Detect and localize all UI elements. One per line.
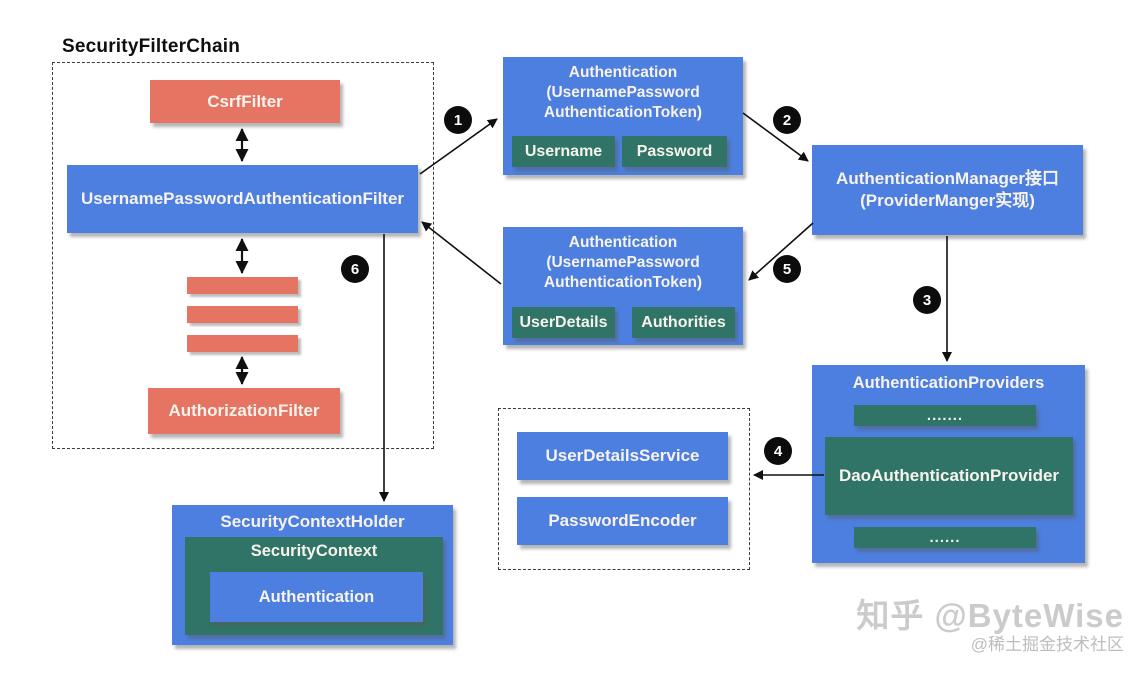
auth-result-line2: (UsernamePassword bbox=[546, 254, 700, 272]
password-encoder-box: PasswordEncoder bbox=[517, 497, 728, 545]
step-4-badge: 4 bbox=[764, 437, 792, 465]
csrf-filter-box: CsrfFilter bbox=[150, 80, 340, 123]
authorities-field-box: Authorities bbox=[632, 307, 735, 338]
authentication-manager-box: AuthenticationManager接口 (ProviderManger实… bbox=[812, 145, 1083, 235]
authentication-manager-line2: (ProviderManger实现) bbox=[860, 191, 1035, 210]
authentication-manager-line1: AuthenticationManager接口 bbox=[836, 168, 1059, 188]
providers-more-bottom-bar: ...... bbox=[854, 527, 1036, 548]
username-password-authentication-filter-box: UsernamePasswordAuthenticationFilter bbox=[67, 165, 418, 233]
auth-result-line3: AuthenticationToken) bbox=[543, 274, 703, 292]
step-3-badge: 3 bbox=[913, 286, 941, 314]
watermark-community: @稀土掘金技术社区 bbox=[970, 635, 1124, 655]
step-6-badge: 6 bbox=[341, 255, 369, 283]
security-filter-chain-title: SecurityFilterChain bbox=[62, 36, 241, 57]
auth-request-line1: Authentication bbox=[568, 64, 678, 81]
user-details-field-box: UserDetails bbox=[512, 307, 615, 338]
password-field-box: Password bbox=[622, 136, 727, 167]
services-container bbox=[498, 408, 750, 570]
providers-more-top-bar: ....... bbox=[854, 405, 1036, 426]
filter-placeholder-bar bbox=[187, 277, 298, 294]
auth-request-line3: AuthenticationToken) bbox=[543, 104, 703, 122]
user-details-service-box: UserDetailsService bbox=[517, 432, 728, 480]
step-2-badge: 2 bbox=[773, 106, 801, 134]
filter-placeholder-bar bbox=[187, 335, 298, 352]
watermark: 知乎 @ByteWise @稀土掘金技术社区 bbox=[856, 597, 1124, 655]
security-context-holder-title: SecurityContextHolder bbox=[220, 512, 405, 531]
authorization-filter-box: AuthorizationFilter bbox=[148, 388, 340, 434]
auth-result-line1: Authentication bbox=[568, 234, 678, 251]
step-1-badge: 1 bbox=[444, 106, 472, 134]
username-field-box: Username bbox=[512, 136, 615, 167]
security-context-authentication-box: Authentication bbox=[210, 572, 423, 622]
watermark-brand: 知乎 @ByteWise bbox=[856, 597, 1124, 634]
dao-authentication-provider-box: DaoAuthenticationProvider bbox=[825, 437, 1073, 515]
filter-placeholder-bar bbox=[187, 306, 298, 323]
step-5-badge: 5 bbox=[773, 255, 801, 283]
auth-request-line2: (UsernamePassword bbox=[546, 84, 700, 102]
authentication-providers-title: AuthenticationProviders bbox=[852, 374, 1045, 392]
security-context-title: SecurityContext bbox=[250, 542, 378, 560]
